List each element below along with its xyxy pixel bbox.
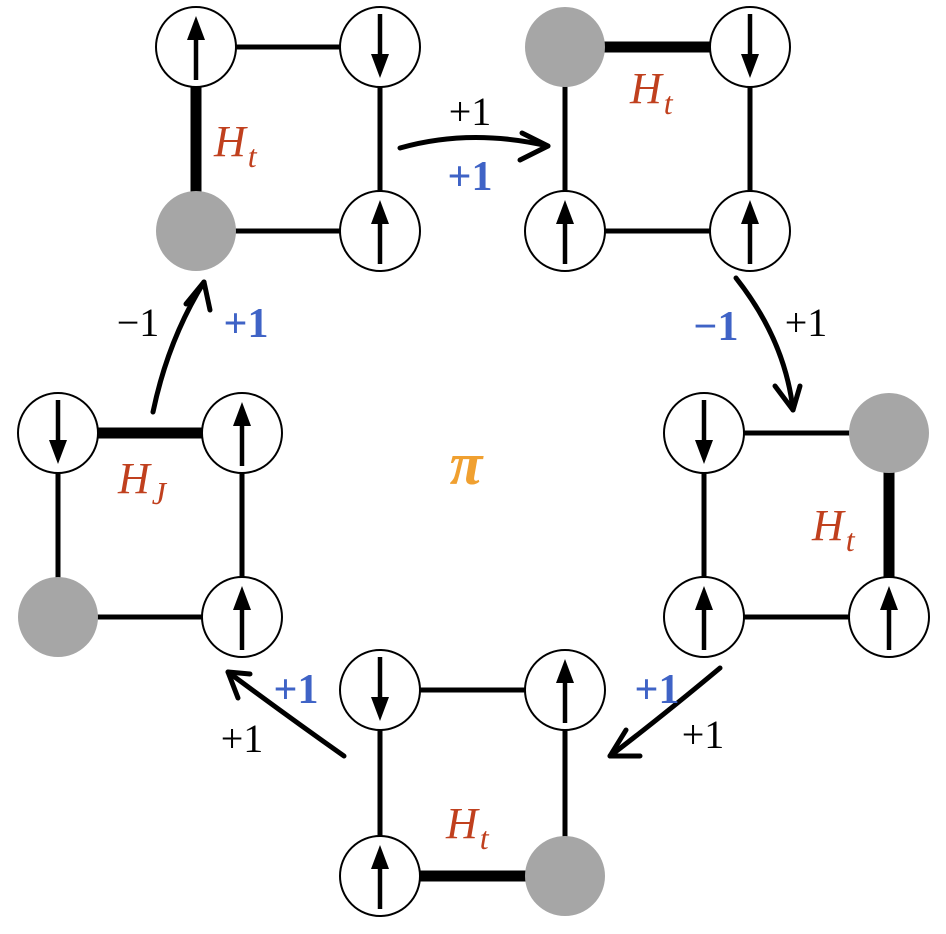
spin-down-site (663, 392, 745, 474)
hole-site (18, 577, 98, 657)
black-sign-label: +1 (785, 300, 828, 345)
hamiltonian-subscript: t (480, 820, 490, 856)
hole-site (525, 836, 605, 916)
black-sign-label: +1 (221, 716, 264, 761)
hamiltonian-subscript: t (664, 85, 674, 121)
blue-sign-label: +1 (635, 667, 680, 713)
hamiltonian-subscript: t (846, 522, 856, 558)
hamiltonian-label-top-right: Ht (629, 64, 674, 121)
spin-up-site (524, 190, 606, 272)
transition-arrow-left-to-top-left (150, 279, 213, 415)
plaquette-left-sites (17, 392, 283, 658)
sites-layer (17, 6, 930, 917)
hamiltonian-label-right: Ht (811, 501, 856, 558)
hamiltonian-label-bottom: Ht (445, 799, 490, 856)
spin-down-site (17, 392, 99, 474)
center-pi-symbol: π (450, 431, 485, 497)
hamiltonian-label-top-left: Ht (213, 117, 258, 174)
hamiltonian-symbol: H (629, 64, 664, 113)
transition-arrow-top-right-to-right (733, 275, 803, 413)
transition-arrow-bottom-to-left (225, 669, 347, 759)
black-sign-label: −1 (117, 300, 160, 345)
blue-sign-label: +1 (224, 301, 269, 347)
spin-up-site (155, 6, 237, 88)
spin-up-site (201, 576, 283, 658)
hole-site (849, 393, 929, 473)
hamiltonian-label-left: HJ (117, 454, 168, 511)
transition-arrows-layer (150, 130, 803, 759)
transition-arrow-top-left-to-top-right (397, 130, 551, 163)
spin-up-site (709, 190, 791, 272)
spin-up-site (663, 576, 745, 658)
hamiltonian-symbol: H (445, 799, 480, 848)
plaquette-right-sites (663, 392, 930, 658)
blue-sign-label: +1 (448, 154, 493, 200)
spin-up-site (339, 835, 421, 917)
hamiltonian-symbol: H (213, 117, 248, 166)
hole-site (525, 7, 605, 87)
plaquette-top-right-sites (524, 6, 791, 272)
spin-up-site (524, 649, 606, 731)
hamiltonian-subscript: t (248, 138, 258, 174)
spin-down-site (339, 6, 421, 88)
blue-sign-label: −1 (694, 304, 739, 350)
black-sign-label: +1 (682, 712, 725, 757)
blue-sign-label: +1 (274, 667, 319, 713)
spin-down-site (339, 649, 421, 731)
transition-arrow-right-to-bottom (607, 665, 723, 759)
hamiltonian-symbol: H (117, 454, 152, 503)
spin-up-site (201, 392, 283, 474)
plaquette-bottom-sites (339, 649, 606, 917)
hole-site (156, 191, 236, 271)
hamiltonian-subscript: J (152, 475, 168, 511)
plaquette-top-left-sites (155, 6, 421, 272)
black-sign-label: +1 (449, 89, 492, 134)
spin-up-site (339, 190, 421, 272)
spin-up-site (848, 576, 930, 658)
spin-down-site (709, 6, 791, 88)
hamiltonian-symbol: H (811, 501, 846, 550)
